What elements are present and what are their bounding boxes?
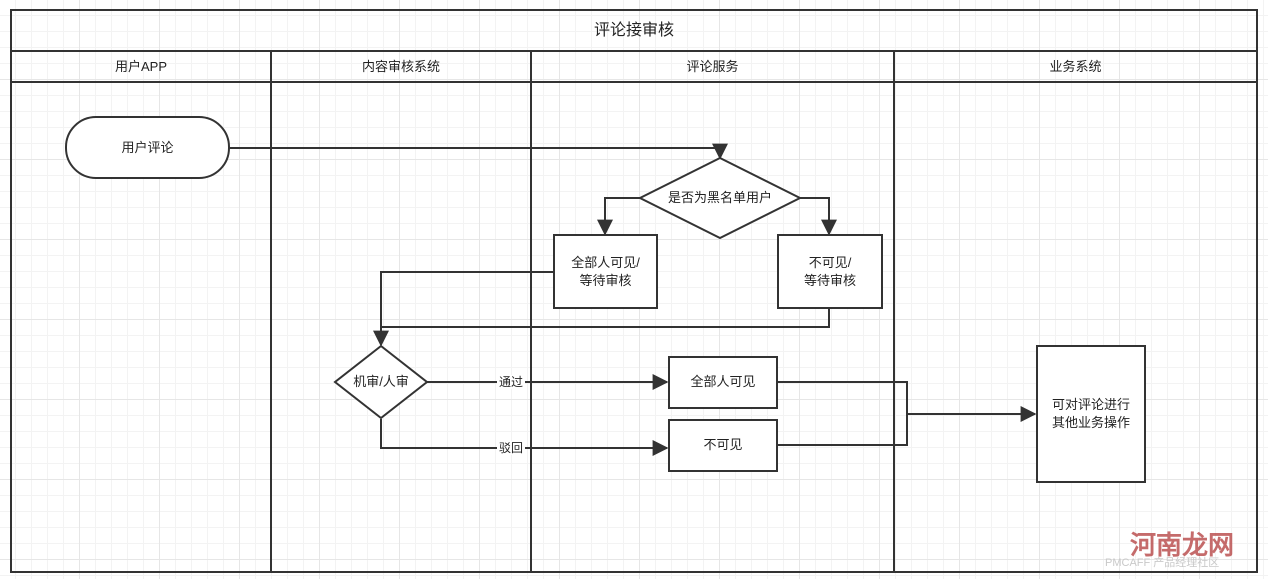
node-blacklist-check-shape xyxy=(637,156,803,240)
node-business-ops-shape xyxy=(1036,345,1146,483)
edge-invisible-to-ops xyxy=(778,414,908,446)
watermark-logo-text: 河南龙网 xyxy=(1130,530,1235,560)
node-business-ops-label: 可对评论进行 其他业务操作 xyxy=(1051,397,1130,430)
node-user-comment-shape xyxy=(65,116,230,179)
edge-reject xyxy=(380,419,669,456)
lane-header-user-app: 用户APP xyxy=(114,59,167,74)
edge-label-pass: 通过 xyxy=(497,375,526,389)
lane-header-business-system: 业务系统 xyxy=(1049,59,1102,74)
edge-label-reject: 驳回 xyxy=(497,441,526,455)
pool-frame xyxy=(10,9,1258,573)
node-visible-all-pending-shape xyxy=(553,234,658,309)
edge-invisible-to-review xyxy=(381,309,830,328)
lane-header-content-review: 内容审核系统 xyxy=(361,59,440,74)
node-review-decision-shape xyxy=(333,344,429,420)
edge-visible-all-to-ops xyxy=(778,381,908,414)
node-blacklist-check-label: 是否为黑名单用户 xyxy=(667,190,772,205)
edge-check-to-visible xyxy=(597,197,642,236)
pool-title: 评论接审核 xyxy=(593,22,674,39)
edge-visible-to-review xyxy=(373,271,554,347)
lane-header-comment-service: 评论服务 xyxy=(686,59,739,74)
node-invisible-pending-label: 不可见/ 等待审核 xyxy=(803,255,856,288)
node-review-decision-label: 机审/人审 xyxy=(353,374,409,389)
edge-comment-to-check xyxy=(229,143,728,160)
node-invisible-pending-shape xyxy=(777,234,883,309)
watermark-community-text: PMCAFF 产品经理社区 xyxy=(1105,557,1220,569)
node-visible-all-label: 全部人可见 xyxy=(690,374,756,389)
edge-check-to-invisible xyxy=(800,197,837,236)
node-user-comment-label: 用户评论 xyxy=(121,140,174,155)
node-invisible-label: 不可见 xyxy=(703,437,743,452)
node-invisible-shape xyxy=(668,419,778,472)
node-visible-all-shape xyxy=(668,356,778,409)
node-visible-all-pending-label: 全部人可见/ 等待审核 xyxy=(571,255,640,288)
